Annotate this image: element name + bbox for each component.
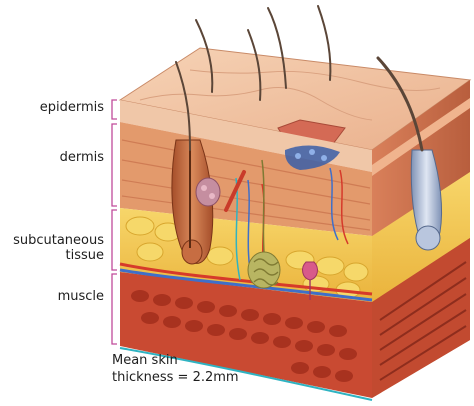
caption-line-1: Mean skin — [112, 352, 239, 369]
muscle-label: muscle — [58, 289, 104, 304]
epidermis-label: epidermis — [40, 100, 104, 115]
caption-line-2: thickness = 2.2mm — [112, 369, 239, 386]
subcutaneous-label-line-2: tissue — [66, 248, 105, 263]
dermis-bracket — [112, 124, 117, 206]
skin-thickness-caption: Mean skin thickness = 2.2mm — [112, 352, 239, 386]
subcutaneous-label-line-1: subcutaneous — [13, 233, 104, 248]
muscle-bracket — [112, 274, 117, 344]
layer-brackets — [112, 100, 117, 344]
dermis-label: dermis — [60, 150, 104, 165]
subcutaneous-bracket — [112, 210, 117, 270]
subcutaneous-tissue-label: subcutaneous tissue — [13, 233, 104, 263]
epidermis-bracket — [112, 100, 117, 119]
sebaceous-gland — [196, 178, 220, 206]
